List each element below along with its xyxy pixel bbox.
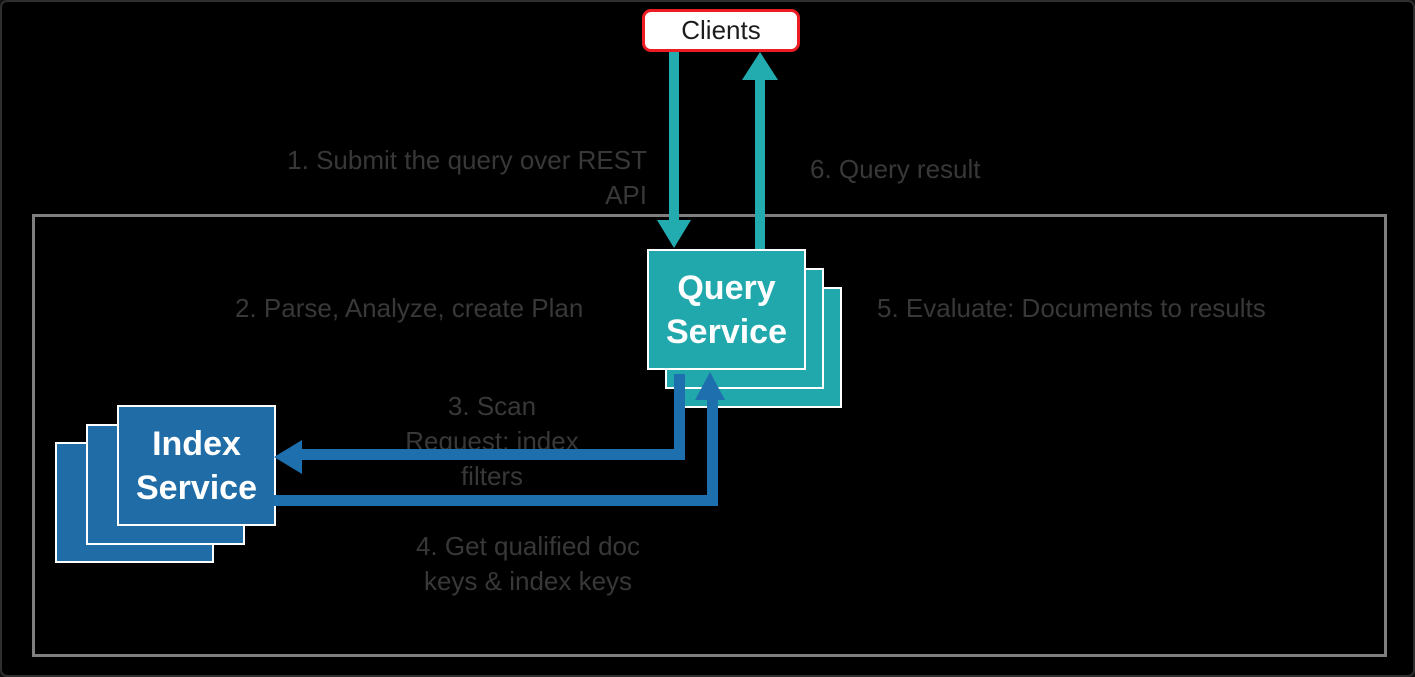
step-4-get-keys-label: 4. Get qualified doc keys & index keys bbox=[415, 531, 641, 596]
system-boundary-box bbox=[32, 214, 1387, 657]
step-2-parse-analyze-label: 2. Parse, Analyze, create Plan bbox=[235, 293, 584, 323]
index-service-label: Index Service bbox=[136, 424, 257, 507]
arrow-get-keys-up-arrowhead-icon bbox=[695, 372, 725, 400]
arrow-scan-request-horizontal-line bbox=[298, 449, 685, 460]
arrow-scan-request-left-arrowhead-icon bbox=[274, 440, 302, 474]
step-5-evaluate-label: 5. Evaluate: Documents to results bbox=[877, 293, 1266, 323]
clients-label: Clients bbox=[681, 15, 761, 45]
arrow-scan-request-vertical-line bbox=[674, 374, 685, 460]
query-service-node: Query Service bbox=[647, 249, 806, 370]
arrow-submit-query-line bbox=[669, 52, 679, 222]
step-1-submit-query-label: 1. Submit the query over REST API bbox=[287, 145, 647, 210]
arrow-query-result-line bbox=[755, 79, 765, 249]
arrow-query-result-up-arrowhead-icon bbox=[742, 52, 778, 80]
step-6-query-result-label: 6. Query result bbox=[810, 154, 981, 184]
step-3-scan-request-label: 3. Scan Request; index filters bbox=[405, 391, 579, 491]
index-service-node: Index Service bbox=[117, 405, 276, 526]
clients-node: Clients bbox=[642, 9, 800, 52]
arrow-get-keys-horizontal-line bbox=[274, 495, 718, 506]
arrow-get-keys-vertical-line bbox=[707, 400, 718, 506]
arrow-submit-query-down-arrowhead-icon bbox=[657, 220, 691, 248]
query-service-label: Query Service bbox=[666, 268, 787, 351]
